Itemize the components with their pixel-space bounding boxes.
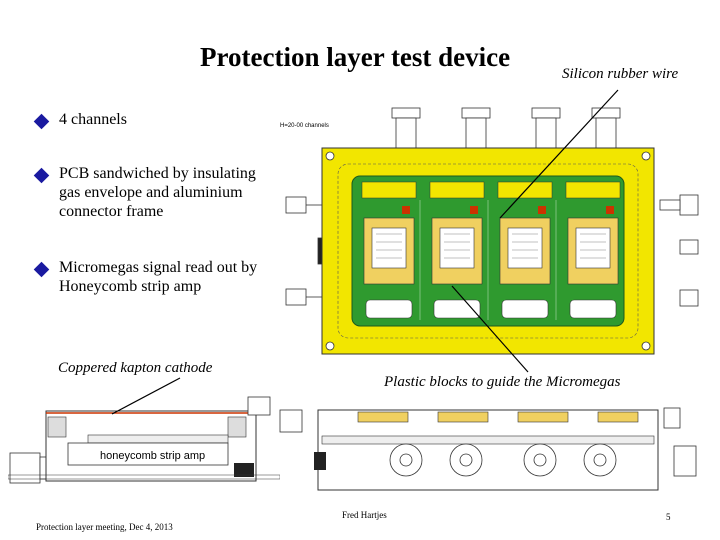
honeycomb-label: honeycomb strip amp: [100, 450, 205, 462]
bullet-channels: 4 channels: [33, 110, 276, 130]
front-section-drawing: [279, 407, 697, 491]
coppered-kapton-label: Coppered kapton cathode: [58, 360, 213, 376]
bullet-text: 4 channels: [59, 111, 127, 128]
bullet-micromegas: Micromegas signal read out by Honeycomb …: [33, 258, 266, 296]
top-view-drawing: H=20-00 channels: [280, 107, 699, 355]
footer-author: Fred Hartjes: [342, 510, 387, 520]
bullet-text: PCB sandwiched by insulating gas envelop…: [59, 165, 256, 220]
footer-page-number: 5: [666, 512, 671, 522]
tiny-drawing-label: H=20-00 channels: [280, 123, 329, 129]
bullet-pcb: PCB sandwiched by insulating gas envelop…: [33, 164, 266, 221]
plastic-blocks-label: Plastic blocks to guide the Micromegas: [384, 374, 621, 390]
slide-title: Protection layer test device: [200, 42, 511, 72]
bullet-text: Micromegas signal read out by Honeycomb …: [59, 259, 258, 295]
silicon-rubber-label: Silicon rubber wire: [562, 66, 679, 82]
footer-meeting: Protection layer meeting, Dec 4, 2013: [36, 522, 173, 532]
side-section-drawing: honeycomb strip amp: [8, 396, 280, 484]
